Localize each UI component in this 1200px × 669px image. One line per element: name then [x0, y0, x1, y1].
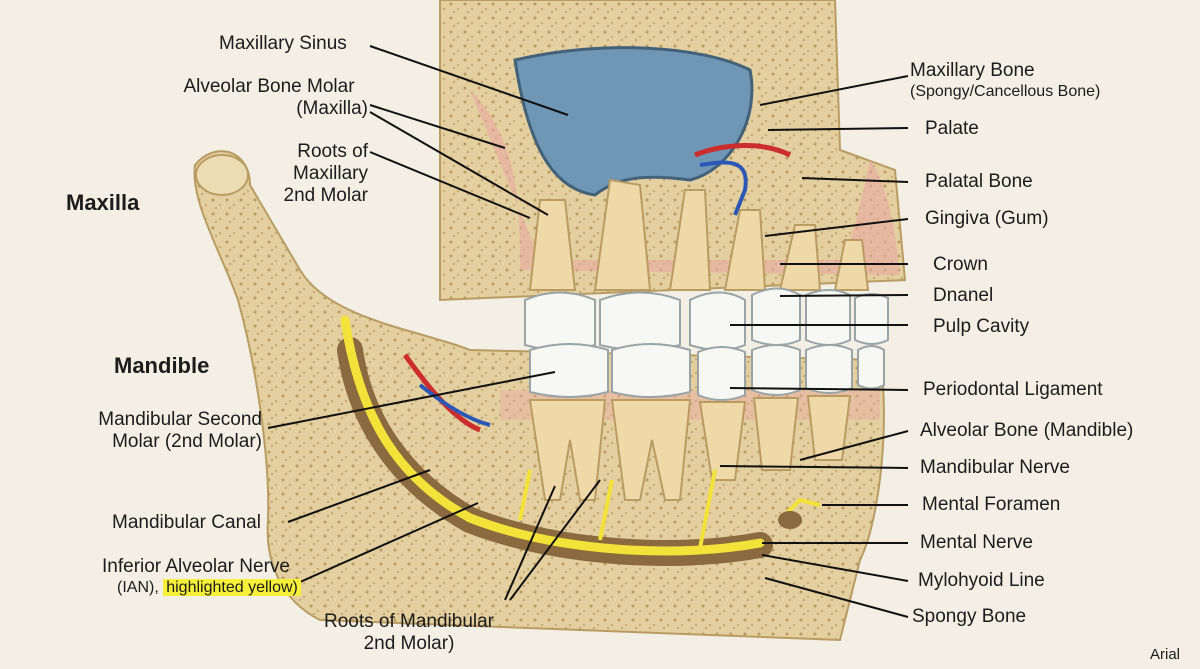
ian-line2-text: (IAN), — [117, 579, 164, 596]
roots-maxillary-molar-label: Roots of Maxillary 2nd Molar — [250, 141, 369, 207]
roots-maxillary-line2: Maxillary — [293, 163, 368, 184]
palatal-artery — [694, 143, 792, 158]
pulp-cavity-label: Pulp Cavity — [933, 316, 1030, 337]
mandibular-canal-label: Mandibular Canal — [112, 512, 261, 533]
leader-lines — [267, 45, 909, 618]
inferior-alveolar-nerve-label: Inferior Alveolar Nerve (IAN), highlight… — [102, 556, 301, 597]
palatal-bone-label: Palatal Bone — [925, 171, 1033, 192]
roots-mandibular-line2: 2nd Molar) — [363, 633, 455, 654]
ian-highlight: highlighted yellow) — [163, 579, 301, 596]
palatal-vein — [699, 160, 748, 216]
mental-foramen — [778, 511, 802, 529]
mandibular-second-molar-line1: Mandibular Second — [98, 409, 262, 430]
alveolar-bone-molar-label: Alveolar Bone Molar (Maxilla) — [170, 76, 368, 120]
mandible-label: Mandible — [114, 353, 210, 378]
alveolar-bone-molar-line2: (Maxilla) — [296, 98, 368, 119]
maxilla-label: Maxilla — [66, 190, 140, 215]
roots-maxillary-line3: 2nd Molar — [283, 185, 369, 206]
maxillary-sinus-label: Maxillary Sinus — [219, 33, 347, 54]
roots-mandibular-line1: Roots of Mandibular — [323, 611, 495, 632]
maxillary-bone-label: Maxillary Bone (Spongy/Cancellous Bone) — [910, 60, 1100, 101]
gingiva-label: Gingiva (Gum) — [925, 208, 1049, 229]
mental-foramen-label: Mental Foramen — [922, 494, 1061, 515]
spongy-bone-label: Spongy Bone — [912, 606, 1027, 627]
upper-roots — [528, 178, 870, 291]
mandibular-second-molar-line2: Molar (2nd Molar) — [112, 431, 262, 452]
lower-roots — [528, 395, 852, 501]
maxillary-sinus — [513, 46, 754, 197]
mylohyoid-line-label: Mylohyoid Line — [918, 570, 1045, 591]
upper-crowns — [524, 287, 889, 351]
mandibular-nerve-label: Mandibular Nerve — [920, 457, 1070, 478]
ian-line1: Inferior Alveolar Nerve — [102, 556, 290, 577]
crown-label: Crown — [933, 254, 988, 275]
maxillary-bone-line1: Maxillary Bone — [910, 60, 1035, 81]
mandibular-second-molar-label: Mandibular Second Molar (2nd Molar) — [60, 409, 262, 453]
lower-crowns — [529, 343, 885, 401]
roots-mandibular-molar-label: Roots of Mandibular 2nd Molar) — [306, 611, 512, 655]
maxillary-bone-line2: (Spongy/Cancellous Bone) — [910, 83, 1101, 100]
condyle — [195, 154, 249, 196]
corner-note: Arial — [1150, 646, 1181, 663]
mandible-bone — [193, 150, 885, 642]
inferior-alveolar-nerve — [340, 315, 765, 556]
alveolar-bone-mandible-label: Alveolar Bone (Mandible) — [920, 420, 1134, 441]
mental-nerve-label: Mental Nerve — [920, 532, 1033, 553]
mandibular-vein — [418, 383, 491, 427]
roots-maxillary-line1: Roots of — [297, 141, 368, 162]
enamel-label: Dnanel — [933, 285, 994, 306]
ian-line2: (IAN), highlighted yellow) — [102, 578, 301, 597]
periodontal-ligament-label: Periodontal Ligament — [923, 379, 1103, 400]
alveolar-bone-molar-line1: Alveolar Bone Molar — [183, 76, 355, 97]
palate-label: Palate — [925, 118, 979, 139]
